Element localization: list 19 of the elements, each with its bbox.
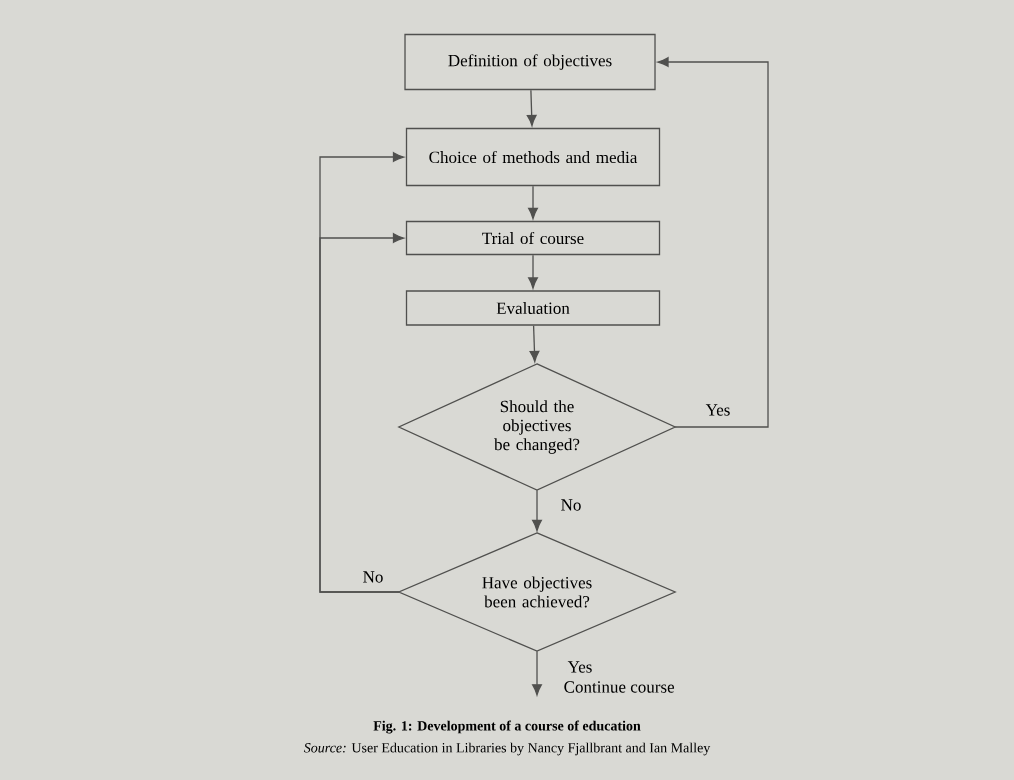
process-box: Choice of methods and media (405, 127, 661, 187)
source-note: Source: User Education in Libraries by Nancy Fjallbrant and Ian Malley (303, 742, 711, 756)
arrow (532, 489, 542, 532)
arrow (529, 325, 540, 363)
edge-label: No (361, 570, 385, 584)
edge-label: No (559, 498, 583, 512)
arrow (528, 185, 538, 220)
arrow (657, 57, 769, 428)
arrow (528, 254, 538, 289)
process-box: Evaluation (405, 290, 661, 326)
caption: Fig. 1: Development of a course of education (373, 720, 641, 734)
arrow (319, 233, 405, 593)
note-text: Continue course (564, 681, 675, 693)
edge-label: Yes (704, 403, 732, 417)
process-box: Trial of course (405, 220, 661, 256)
arrow (532, 650, 542, 696)
process-box: Definition of objectives (404, 33, 656, 91)
arrow (526, 89, 537, 127)
edge-label: Yes (566, 660, 594, 674)
